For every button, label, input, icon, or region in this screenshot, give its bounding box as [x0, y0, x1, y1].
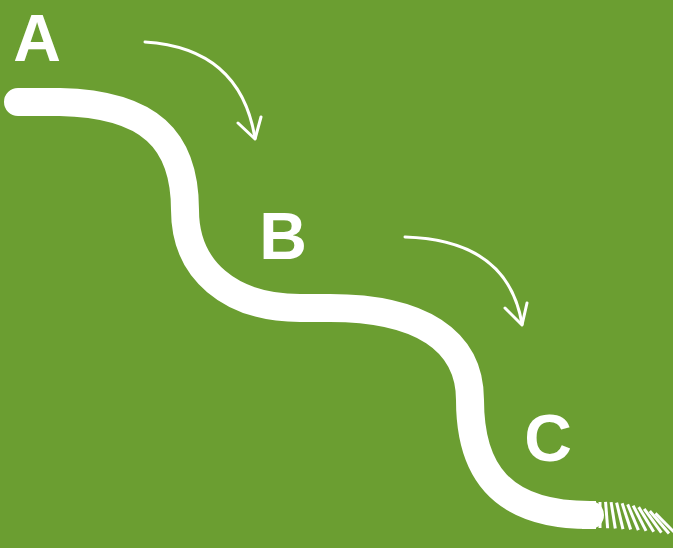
- flow-arrow: [405, 237, 522, 324]
- point-label: B: [259, 203, 307, 269]
- arrow-head: [238, 117, 261, 139]
- nozzle-stripe: [611, 502, 615, 528]
- nozzle-stripe: [655, 513, 673, 534]
- hose-collar: [582, 501, 596, 529]
- point-label: A: [13, 5, 61, 71]
- nozzle-stripe: [599, 502, 602, 528]
- hose-nozzle: [600, 502, 673, 535]
- hose-body: [18, 102, 590, 515]
- arrow-head: [505, 303, 527, 325]
- point-label: C: [524, 405, 572, 471]
- nozzle-stripe: [606, 502, 608, 528]
